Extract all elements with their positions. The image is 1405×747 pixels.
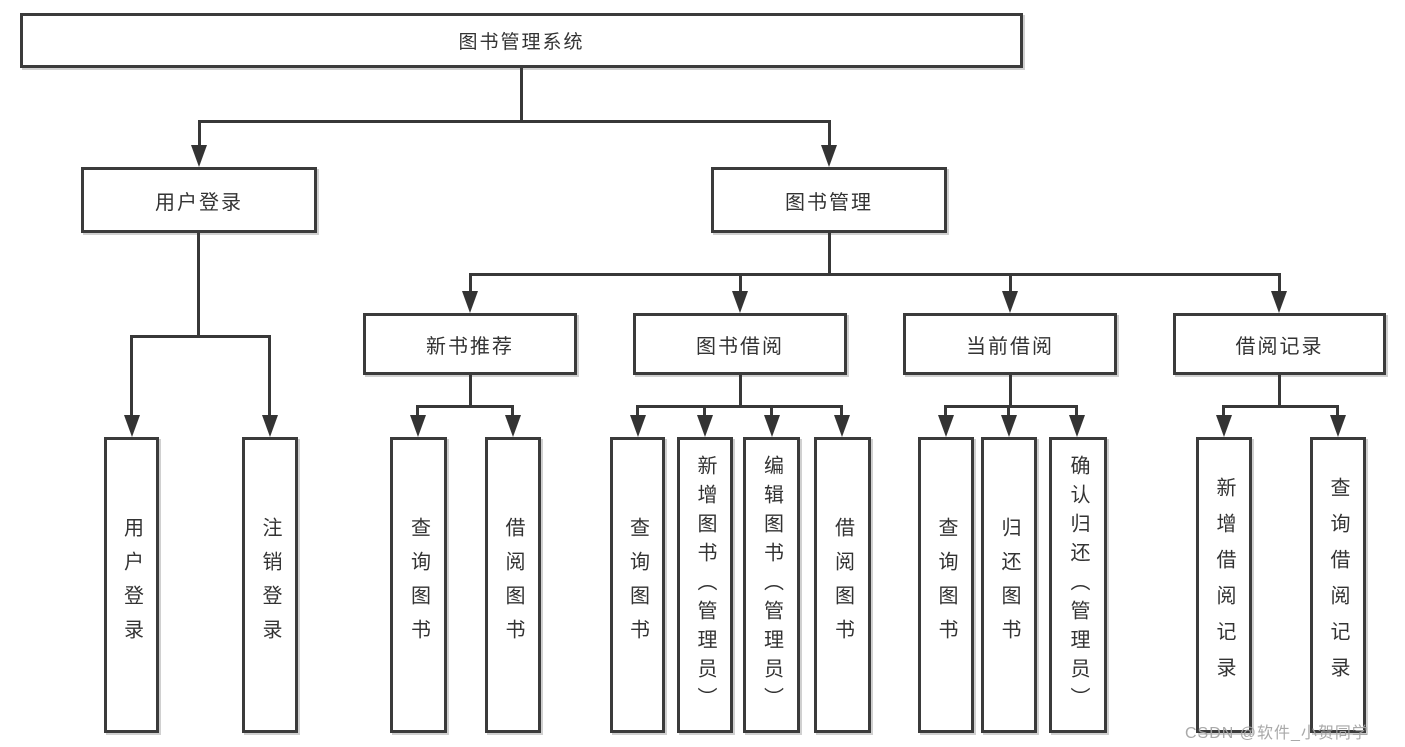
arrow-down-icon — [834, 415, 850, 437]
connector-line — [520, 68, 523, 121]
leaf-label: 查询借阅记录 — [1327, 477, 1349, 693]
leaf-label: 编辑图书（管理员） — [760, 454, 783, 716]
arrow-down-icon — [1002, 291, 1018, 313]
connector-line — [130, 335, 133, 420]
node-book-management-label: 图书管理 — [785, 191, 873, 214]
arrow-down-icon — [1216, 415, 1232, 437]
connector-line — [1222, 405, 1337, 408]
connector-line — [636, 405, 639, 420]
connector-line — [1009, 375, 1012, 408]
leaf-logout: 注销登录 — [242, 437, 298, 733]
connector-line — [739, 273, 742, 296]
connector-line — [1009, 273, 1012, 296]
leaf-label: 借阅图书 — [831, 517, 854, 653]
arrow-down-icon — [697, 415, 713, 437]
leaf-query-books-recommend: 查询图书 — [390, 437, 447, 733]
connector-line — [469, 273, 1281, 276]
node-root-label: 图书管理系统 — [458, 32, 585, 53]
connector-line — [1007, 405, 1010, 420]
connector-line — [944, 405, 947, 420]
leaf-label: 查询图书 — [935, 517, 957, 653]
node-new-book-recommend-label: 新书推荐 — [426, 335, 514, 358]
leaf-return-books: 归还图书 — [981, 437, 1037, 733]
leaf-label: 查询图书 — [407, 517, 430, 653]
connector-line — [944, 405, 1078, 408]
leaf-query-books-borrow: 查询图书 — [610, 437, 665, 733]
arrow-down-icon — [1330, 415, 1346, 437]
connector-line — [198, 120, 201, 150]
connector-line — [1278, 375, 1281, 408]
leaf-edit-books-admin: 编辑图书（管理员） — [743, 437, 800, 733]
arrow-down-icon — [630, 415, 646, 437]
arrow-down-icon — [732, 291, 748, 313]
arrow-down-icon — [1271, 291, 1287, 313]
connector-line — [416, 405, 419, 420]
leaf-label: 查询图书 — [626, 517, 649, 653]
connector-line — [739, 375, 742, 408]
connector-line — [268, 335, 271, 420]
connector-line — [198, 120, 831, 123]
connector-line — [197, 233, 200, 338]
connector-line — [840, 405, 843, 420]
leaf-query-borrow-record: 查询借阅记录 — [1310, 437, 1366, 733]
connector-line — [703, 405, 706, 420]
connector-line — [1222, 405, 1225, 420]
node-root: 图书管理系统 — [20, 13, 1023, 68]
arrow-down-icon — [764, 415, 780, 437]
leaf-label: 注销登录 — [259, 517, 281, 653]
leaf-add-borrow-record: 新增借阅记录 — [1196, 437, 1252, 733]
connector-line — [828, 120, 831, 150]
node-new-book-recommend: 新书推荐 — [363, 313, 577, 375]
arrow-down-icon — [191, 145, 207, 167]
arrow-down-icon — [124, 415, 140, 437]
leaf-borrow-books: 借阅图书 — [814, 437, 871, 733]
arrow-down-icon — [505, 415, 521, 437]
node-book-borrow-label: 图书借阅 — [696, 335, 784, 358]
node-current-borrow-label: 当前借阅 — [966, 335, 1054, 358]
csdn-watermark: CSDN @软件_小贺同学 — [1185, 725, 1369, 742]
arrow-down-icon — [1001, 415, 1017, 437]
arrow-down-icon — [262, 415, 278, 437]
arrow-down-icon — [938, 415, 954, 437]
leaf-confirm-return-admin: 确认归还（管理员） — [1049, 437, 1107, 733]
connector-line — [469, 375, 472, 408]
connector-line — [130, 335, 271, 338]
arrow-down-icon — [1069, 415, 1085, 437]
arrow-down-icon — [410, 415, 426, 437]
node-book-borrow: 图书借阅 — [633, 313, 847, 375]
connector-line — [469, 273, 472, 296]
leaf-add-books-admin: 新增图书（管理员） — [677, 437, 733, 733]
connector-line — [1075, 405, 1078, 420]
node-user-login-label: 用户登录 — [155, 191, 243, 214]
leaf-borrow-books-recommend: 借阅图书 — [485, 437, 541, 733]
leaf-label: 新增图书（管理员） — [694, 454, 716, 716]
arrow-down-icon — [821, 145, 837, 167]
connector-line — [828, 233, 831, 276]
connector-line — [1278, 273, 1281, 296]
node-borrow-records-label: 借阅记录 — [1235, 335, 1324, 358]
connector-line — [636, 405, 842, 408]
leaf-label: 新增借阅记录 — [1213, 477, 1235, 693]
node-user-login: 用户登录 — [81, 167, 317, 233]
leaf-label: 确认归还（管理员） — [1067, 454, 1089, 716]
connector-line — [511, 405, 514, 420]
node-borrow-records: 借阅记录 — [1173, 313, 1386, 375]
connector-line — [1336, 405, 1339, 420]
arrow-down-icon — [462, 291, 478, 313]
node-current-borrow: 当前借阅 — [903, 313, 1117, 375]
leaf-user-login: 用户登录 — [104, 437, 159, 733]
connector-line — [416, 405, 514, 408]
leaf-query-books-current: 查询图书 — [918, 437, 974, 733]
leaf-label: 借阅图书 — [502, 517, 524, 653]
node-book-management: 图书管理 — [711, 167, 947, 233]
leaf-label: 用户登录 — [120, 517, 143, 653]
leaf-label: 归还图书 — [998, 517, 1020, 653]
connector-line — [770, 405, 773, 420]
